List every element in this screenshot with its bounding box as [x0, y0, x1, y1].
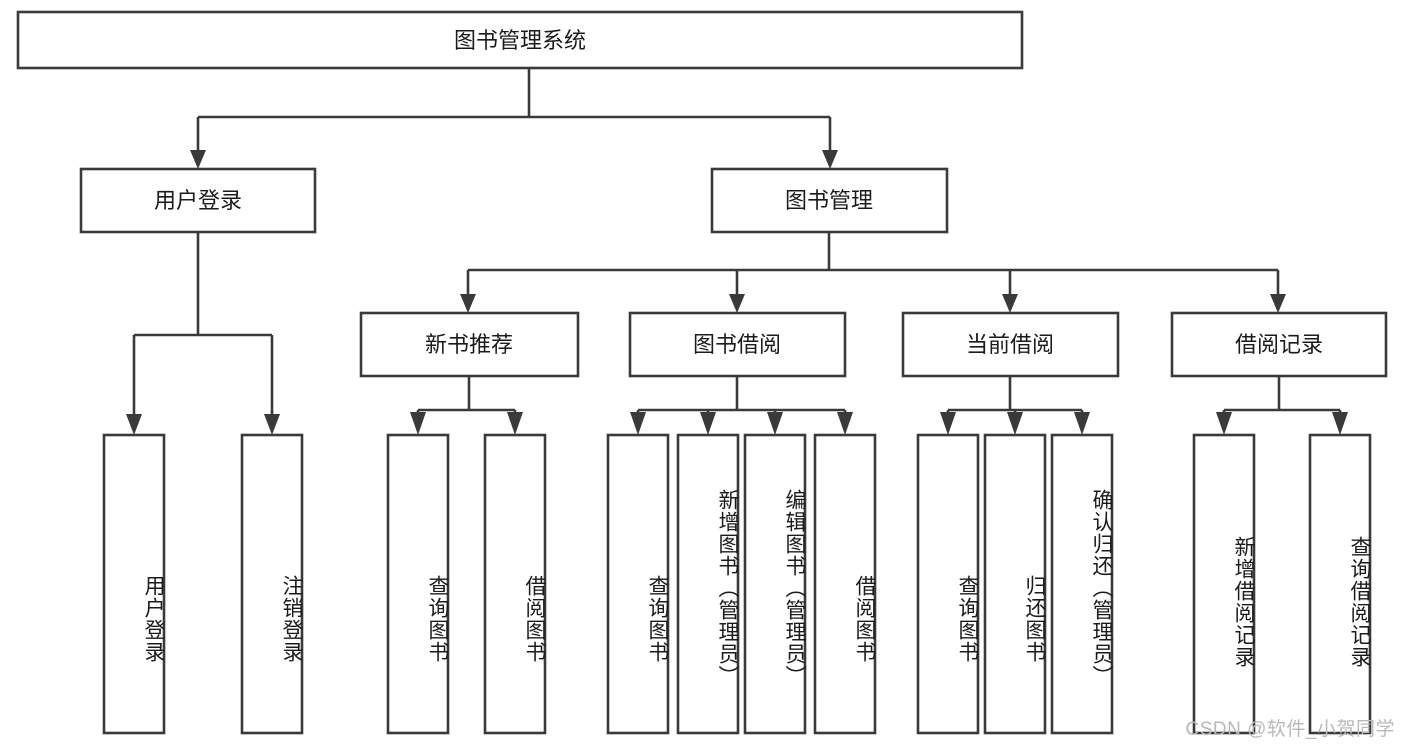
leaf-box-edit-book[interactable]	[743, 433, 807, 735]
connector-layer	[126, 68, 1348, 435]
edge-book-borrow-fanout	[630, 376, 853, 435]
node-book-manage-label: 图书管理	[785, 188, 873, 213]
node-book-borrow[interactable]: 图书借阅	[628, 311, 847, 378]
leaf-box-add-record[interactable]	[1192, 433, 1256, 735]
node-book-borrow-label: 图书借阅	[693, 332, 781, 357]
node-root-label: 图书管理系统	[454, 28, 586, 53]
edge-borrow-record-fanout	[1216, 376, 1348, 435]
edge-current-borrow-fanout	[940, 376, 1090, 435]
csdn-watermark: CSDN @软件_小贺同学	[1185, 719, 1395, 740]
leaf-box-return-book[interactable]	[983, 433, 1047, 735]
leaf-box-query-book-3[interactable]	[916, 433, 980, 735]
leaf-box-user-login[interactable]	[102, 433, 166, 735]
node-borrow-record[interactable]: 借阅记录	[1170, 311, 1388, 378]
leaf-box-confirm-return[interactable]	[1050, 433, 1114, 735]
leaf-box-borrow-book-1[interactable]	[483, 433, 547, 735]
node-book-manage[interactable]: 图书管理	[710, 167, 949, 234]
leaf-box-query-record[interactable]	[1308, 433, 1372, 735]
edge-user-login-fanout	[126, 232, 280, 435]
node-current-borrow-label: 当前借阅	[966, 332, 1054, 357]
edge-new-book-fanout	[410, 376, 523, 435]
edge-book-manage-fanout	[460, 232, 1286, 313]
node-user-login-label: 用户登录	[154, 188, 242, 213]
edge-root-fanout	[190, 68, 838, 169]
node-borrow-record-label: 借阅记录	[1235, 332, 1323, 357]
leaf-box-borrow-book-2[interactable]	[813, 433, 877, 735]
leaf-box-query-book-1[interactable]	[386, 433, 450, 735]
node-user-login[interactable]: 用户登录	[79, 167, 317, 234]
node-root[interactable]: 图书管理系统	[16, 10, 1024, 70]
node-new-book-recommend-label: 新书推荐	[425, 332, 513, 357]
node-new-book-recommend[interactable]: 新书推荐	[359, 311, 580, 378]
node-layer: 图书管理系统 用户登录 图书管理 新书推荐 图书借阅 当前	[16, 10, 1388, 735]
leaf-box-logout-login[interactable]	[240, 433, 304, 735]
node-current-borrow[interactable]: 当前借阅	[901, 311, 1120, 378]
leaf-box-query-book-2[interactable]	[606, 433, 670, 735]
leaf-box-add-book[interactable]	[676, 433, 740, 735]
